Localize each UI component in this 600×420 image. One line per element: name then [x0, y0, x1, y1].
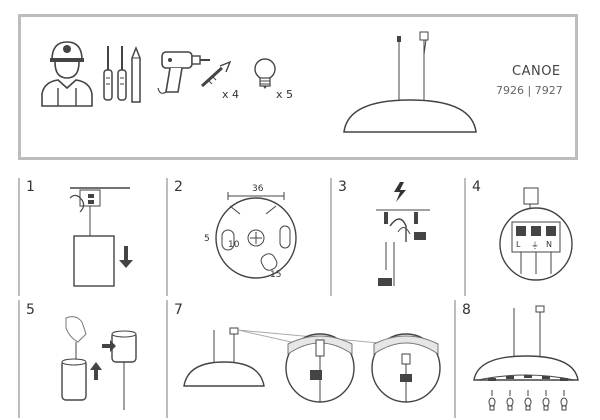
dimension-36: 36	[252, 184, 264, 194]
step-number: 5	[26, 302, 35, 318]
step8-illustration	[473, 305, 579, 411]
installer-icon	[41, 41, 93, 107]
step-divider	[454, 300, 456, 418]
step-number: 3	[338, 179, 347, 195]
step-divider	[166, 178, 168, 296]
step7-illustration	[183, 327, 441, 403]
wall-anchor-icon	[200, 60, 232, 88]
light-bulb-icon	[254, 58, 276, 89]
step-divider	[464, 178, 466, 296]
step3-illustration	[376, 182, 430, 286]
step-number: 8	[462, 302, 471, 318]
step-number: 7	[174, 302, 183, 318]
step-divider	[166, 300, 168, 418]
step-number: 4	[472, 179, 481, 195]
dimension-5: 5	[204, 234, 210, 244]
drill-icon	[157, 51, 210, 94]
bulb-quantity: x 5	[276, 88, 294, 101]
step1-illustration	[69, 187, 133, 287]
terminal-L-label: L	[516, 240, 521, 249]
step-divider	[18, 178, 20, 296]
step-number: 2	[174, 179, 183, 195]
step2-illustration	[215, 192, 297, 279]
step5-illustration	[61, 316, 137, 410]
step-divider	[18, 300, 20, 418]
product-name: CANOE	[512, 64, 561, 79]
dimension-15: 15	[270, 270, 282, 280]
terminal-earth-label: ⏚	[531, 241, 539, 250]
step-number: 1	[26, 179, 35, 195]
dimension-10: 10	[228, 240, 240, 250]
electric-hazard-icon	[394, 182, 406, 202]
terminal-N-label: N	[546, 240, 552, 249]
screwdriver-icon	[103, 45, 141, 103]
step-divider	[330, 178, 332, 296]
anchor-quantity: x 4	[222, 88, 240, 101]
pendant-lamp-illustration	[343, 31, 477, 133]
step4-illustration	[499, 187, 573, 281]
product-codes: 7926 | 7927	[496, 84, 563, 97]
